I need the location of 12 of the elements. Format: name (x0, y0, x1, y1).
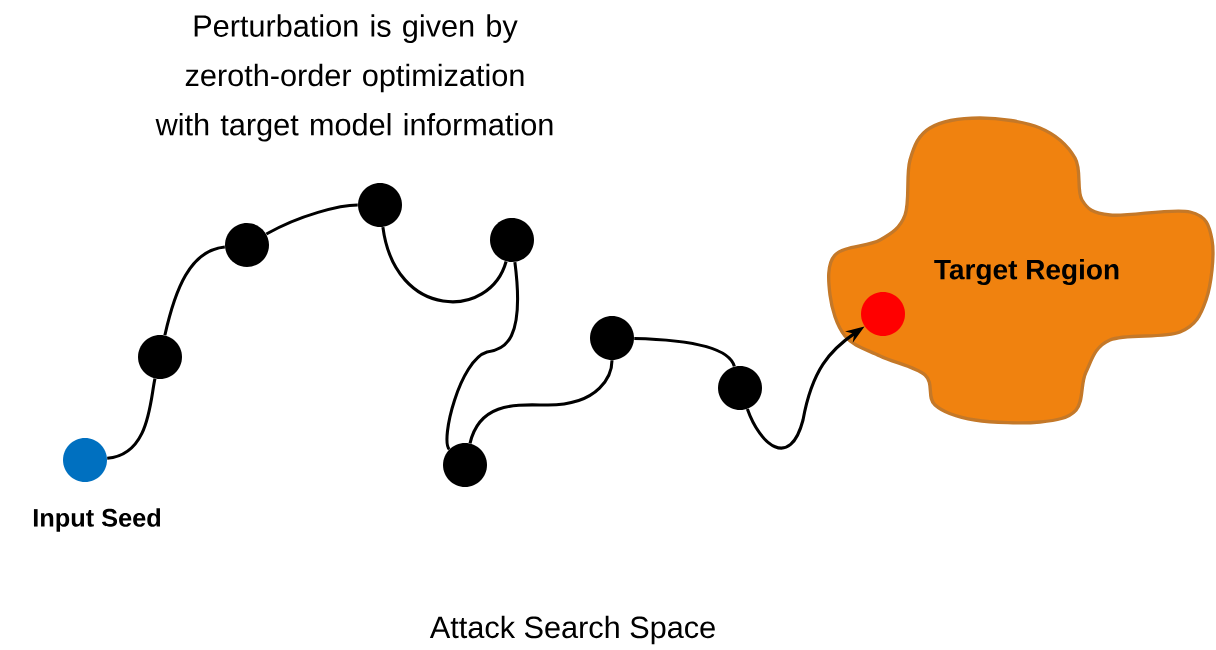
caption-text: Attack Search Space (429, 615, 715, 645)
point-dot (358, 183, 402, 227)
heading-text: Perturbation is given by zeroth-order optimization with target model information (155, 14, 553, 142)
target-region-blob: Target Region (827, 116, 1215, 425)
point-dot (861, 292, 905, 336)
point-dot (718, 366, 762, 410)
node-label: Input Seed (33, 508, 161, 532)
point-dot (590, 316, 634, 360)
point-dot (443, 443, 487, 487)
point-dot (138, 335, 182, 379)
point-dot (225, 223, 269, 267)
point-dot (490, 218, 534, 262)
